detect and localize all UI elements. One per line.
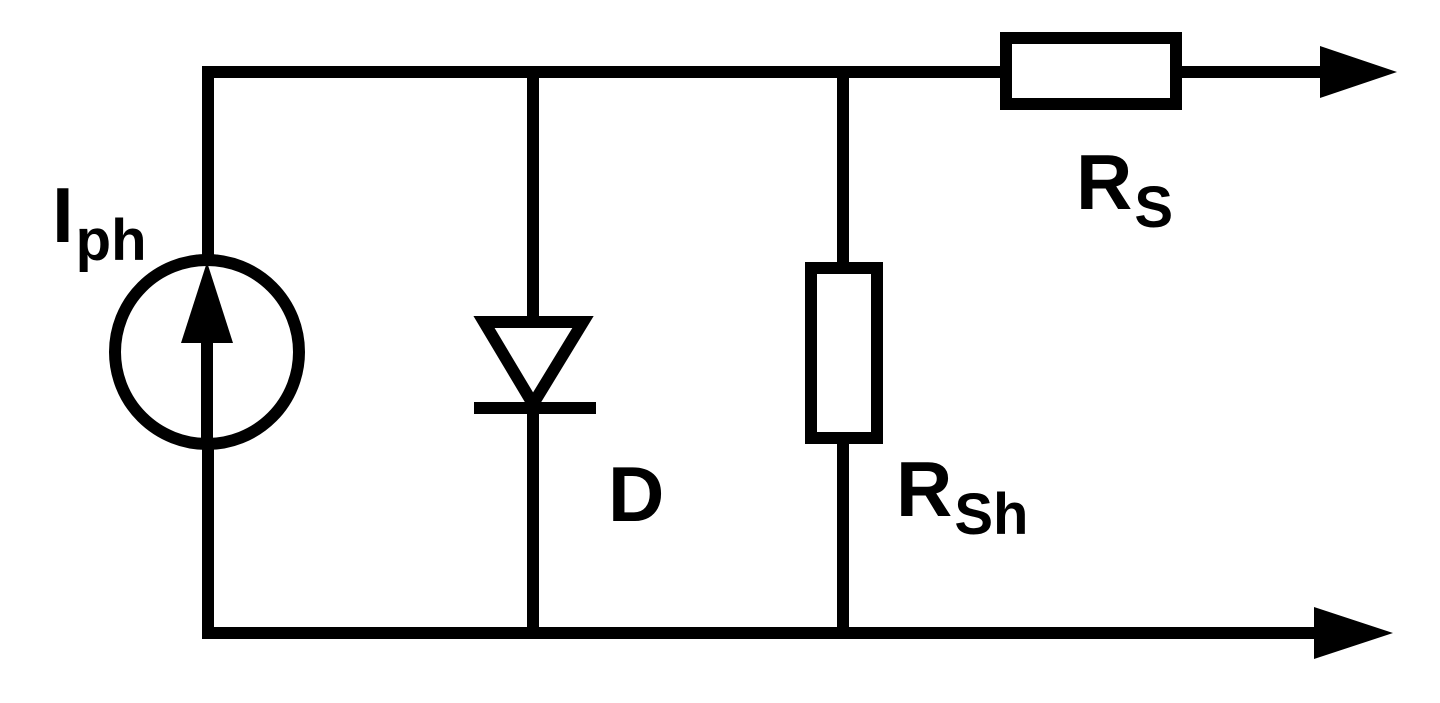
diode-label: D bbox=[608, 455, 664, 533]
diode-label-main: D bbox=[608, 450, 665, 538]
output-arrow-bottom-icon bbox=[1314, 607, 1393, 659]
shunt-resistor-label-main: R bbox=[896, 445, 953, 533]
current-source-label-main: I bbox=[52, 171, 74, 259]
diode-icon bbox=[473, 316, 596, 416]
series-resistor-label: RS bbox=[1076, 143, 1173, 237]
series-resistor-label-main: R bbox=[1076, 138, 1133, 226]
current-source-label: Iph bbox=[52, 176, 147, 270]
series-resistor-icon bbox=[1000, 32, 1182, 110]
shunt-resistor-label-sub: Sh bbox=[954, 482, 1029, 547]
shunt-resistor-icon bbox=[805, 262, 883, 444]
series-resistor-label-sub: S bbox=[1134, 175, 1174, 240]
current-source-label-sub: ph bbox=[75, 208, 147, 273]
output-arrow-top-icon bbox=[1320, 46, 1397, 98]
current-source-icon bbox=[109, 254, 305, 450]
shunt-resistor-label: RSh bbox=[896, 450, 1028, 544]
